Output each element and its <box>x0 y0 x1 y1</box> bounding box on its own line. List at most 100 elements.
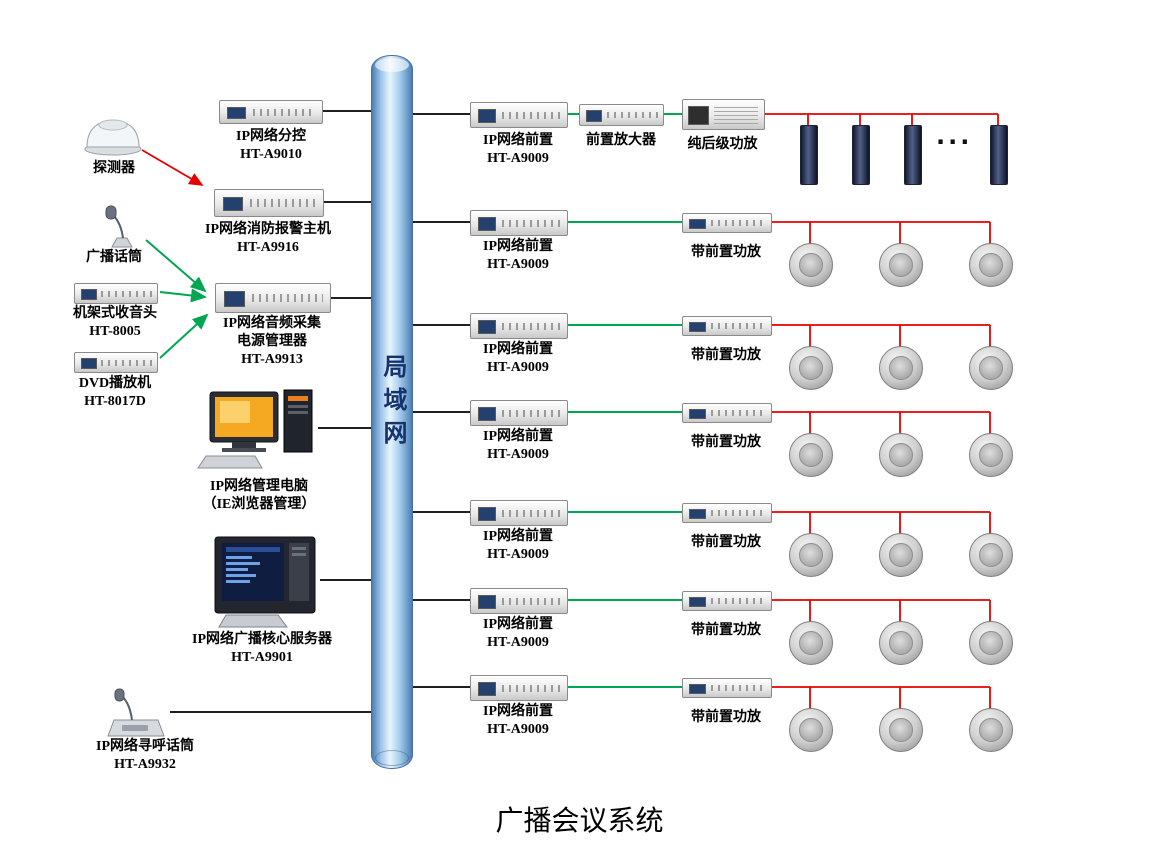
network-preamp-label: IP网络前置 HT-A9009 <box>458 238 578 274</box>
ceiling-speaker <box>789 433 833 477</box>
ceiling-speaker <box>789 533 833 577</box>
tuner-label: 机架式收音头 HT-8005 <box>60 305 170 341</box>
device-note: （IE浏览器管理） <box>202 497 316 512</box>
device-model: HT-A9009 <box>487 635 549 650</box>
device-radio-tuner <box>74 283 158 304</box>
broadcast-mic-label: 广播话筒 <box>86 250 142 265</box>
network-preamp-label: IP网络前置 HT-A9009 <box>458 703 578 739</box>
device-network-preamp <box>470 588 568 614</box>
pre-amplifier-label: 前置放大器 <box>586 133 656 148</box>
amplifier-label: 带前置功放 <box>691 623 761 638</box>
column-speaker <box>852 125 870 185</box>
device-amplifier <box>682 213 772 233</box>
device-network-preamp <box>470 102 568 128</box>
ceiling-speaker <box>789 346 833 390</box>
audio-collector-label: IP网络音频采集 电源管理器 HT-A9913 <box>204 315 340 369</box>
paging-mic-label: IP网络寻呼话筒 HT-A9932 <box>62 738 228 774</box>
device-fire-alarm-host <box>214 189 324 217</box>
paging-microphone-icon <box>107 688 165 737</box>
ceiling-speaker <box>969 533 1013 577</box>
ceiling-speaker <box>879 346 923 390</box>
device-power-amplifier <box>682 99 765 130</box>
device-name: IP网络前置 <box>483 529 553 544</box>
ceiling-speaker <box>969 708 1013 752</box>
core-server-icon <box>214 536 316 628</box>
device-ip-subcontrol <box>219 100 323 124</box>
device-name: IP网络前置 <box>483 429 553 444</box>
power-amplifier-label: 纯后级功放 <box>687 137 758 152</box>
device-model: HT-A9009 <box>487 257 549 272</box>
device-network-preamp <box>470 500 568 526</box>
fire-alarm-label: IP网络消防报警主机 HT-A9916 <box>186 221 350 257</box>
dvd-label: DVD播放机 HT-8017D <box>58 375 172 411</box>
ceiling-speaker <box>969 621 1013 665</box>
management-computer-icon <box>197 389 313 469</box>
lan-bus-label: 局域网 <box>379 354 405 453</box>
network-preamp-label: IP网络前置 HT-A9009 <box>458 528 578 564</box>
device-name-line1: IP网络音频采集 <box>223 316 321 331</box>
device-name: IP网络前置 <box>483 342 553 357</box>
device-dvd-player <box>74 352 158 373</box>
ceiling-speaker <box>969 243 1013 287</box>
detector-label: 探测器 <box>93 161 135 176</box>
device-model: HT-A9009 <box>487 151 549 166</box>
device-name: IP网络消防报警主机 <box>205 222 331 237</box>
column-speaker <box>800 125 818 185</box>
device-name: IP网络前置 <box>483 133 553 148</box>
device-model: HT-A9010 <box>240 147 302 162</box>
network-preamp-label: IP网络前置 HT-A9009 <box>458 616 578 652</box>
network-preamp-label: IP网络前置 HT-A9009 <box>458 132 578 168</box>
device-model: HT-A9901 <box>231 650 293 665</box>
device-amplifier <box>682 403 772 423</box>
ceiling-speaker <box>879 243 923 287</box>
device-model: HT-A9916 <box>237 240 299 255</box>
device-model: HT-A9009 <box>487 722 549 737</box>
device-model: HT-A9009 <box>487 360 549 375</box>
device-name: 机架式收音头 <box>73 306 157 321</box>
device-model: HT-A9009 <box>487 547 549 562</box>
device-model: HT-A9932 <box>114 757 176 772</box>
ceiling-speaker <box>789 243 833 287</box>
device-name: DVD播放机 <box>78 376 152 391</box>
core-server-label: IP网络广播核心服务器 HT-A9901 <box>168 631 356 667</box>
amplifier-label: 带前置功放 <box>691 710 761 725</box>
device-amplifier <box>682 591 772 611</box>
column-speaker <box>904 125 922 185</box>
amplifier-label: 带前置功放 <box>691 535 761 550</box>
ellipsis: ··· <box>936 128 973 156</box>
device-model: HT-8017D <box>84 394 146 409</box>
device-model: HT-8005 <box>89 324 141 339</box>
amplifier-label: 带前置功放 <box>691 245 761 260</box>
device-network-preamp <box>470 313 568 339</box>
lan-bus: 局域网 <box>371 55 413 769</box>
device-name: IP网络前置 <box>483 617 553 632</box>
ceiling-speaker <box>879 621 923 665</box>
device-name: IP网络前置 <box>483 704 553 719</box>
ceiling-speaker <box>879 708 923 752</box>
device-network-preamp <box>470 400 568 426</box>
device-model: HT-A9009 <box>487 447 549 462</box>
device-name: IP网络前置 <box>483 239 553 254</box>
smoke-detector-icon <box>84 119 142 156</box>
ceiling-speaker <box>879 533 923 577</box>
device-name: IP网络广播核心服务器 <box>192 632 332 647</box>
device-name: IP网络管理电脑 <box>210 479 308 494</box>
network-preamp-label: IP网络前置 HT-A9009 <box>458 428 578 464</box>
device-audio-collector <box>215 283 331 313</box>
device-name: IP网络寻呼话筒 <box>96 739 194 754</box>
device-pre-amplifier <box>579 104 664 126</box>
management-pc-label: IP网络管理电脑 （IE浏览器管理） <box>186 478 332 514</box>
device-name: IP网络分控 <box>236 129 306 144</box>
device-model: HT-A9913 <box>241 352 303 367</box>
device-name-line2: 电源管理器 <box>237 334 307 349</box>
column-speaker <box>990 125 1008 185</box>
network-preamp-label: IP网络前置 HT-A9009 <box>458 341 578 377</box>
ceiling-speaker <box>789 621 833 665</box>
device-amplifier <box>682 503 772 523</box>
ceiling-speaker <box>969 346 1013 390</box>
amplifier-label: 带前置功放 <box>691 435 761 450</box>
amplifier-label: 带前置功放 <box>691 348 761 363</box>
broadcast-microphone-icon <box>105 205 133 248</box>
ceiling-speaker <box>789 708 833 752</box>
